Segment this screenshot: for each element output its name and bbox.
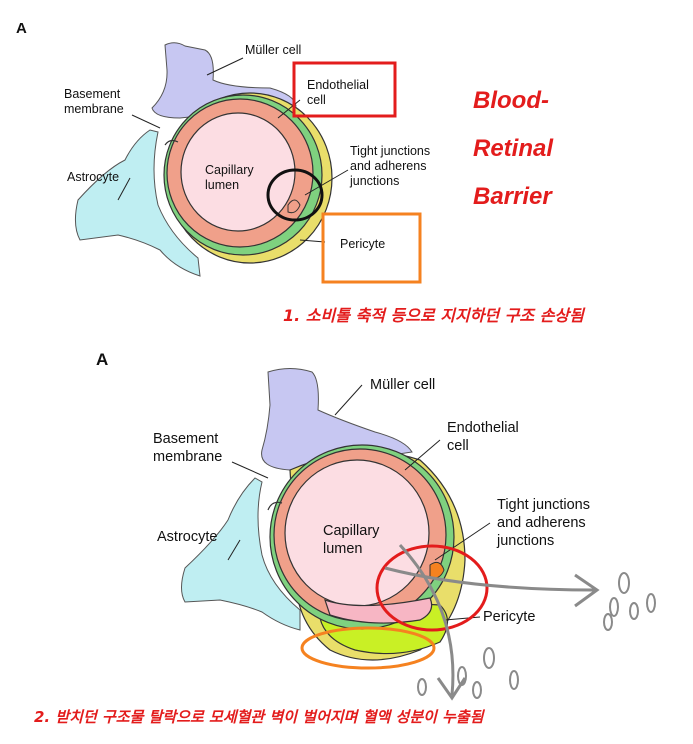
label-basement-bottom: Basement membrane (153, 431, 223, 465)
pericyte-highlight-box (321, 212, 422, 284)
junction-fold-bottom (267, 501, 283, 511)
label-capillary-bottom: Capillary lumen (323, 523, 380, 557)
label-capillary-top: Capillary lumen (205, 163, 254, 192)
capillary-lumen-top (180, 112, 296, 232)
droplet (609, 597, 619, 617)
droplet (509, 670, 519, 690)
droplet (646, 593, 656, 613)
panel-letter-top: A (16, 20, 27, 37)
junction-top (287, 199, 301, 214)
leak-arrow-down (398, 543, 455, 696)
label-endothelial-bottom: Endothelial cell (447, 420, 519, 454)
droplet (629, 602, 639, 620)
droplet (483, 647, 495, 669)
astrocyte-top (74, 129, 201, 277)
droplet (618, 572, 630, 594)
endothelial-highlight-box (292, 61, 397, 118)
label-muller-bottom: Müller cell (370, 377, 436, 393)
label-astrocyte-bottom: Astrocyte (157, 529, 218, 545)
disrupted-wall-bottom (324, 597, 433, 624)
title-line-1: Blood- (473, 87, 549, 114)
droplet (457, 666, 467, 686)
label-muller-top: Müller cell (245, 43, 302, 57)
detached-pericyte-highlight (300, 626, 436, 670)
droplet (417, 678, 427, 696)
caption-bottom: 2. 받치던 구조물 탈락으로 모세혈관 벽이 벌어지며 혈액 성분이 누출됨 (34, 708, 484, 726)
panel-letter-bottom: A (96, 350, 109, 369)
junction-fold-top (164, 139, 179, 146)
droplet (603, 613, 613, 631)
droplet (472, 681, 482, 699)
label-astrocyte-top: Astrocyte (67, 170, 120, 184)
caption-top: 1. 소비톨 축적 등으로 지지하던 구조 손상됨 (283, 306, 584, 325)
title-line-2: Retinal (473, 135, 554, 162)
leak-highlight-circle (375, 544, 489, 632)
label-endothelial-top: Endothelial cell (307, 78, 369, 107)
label-pericyte-bottom: Pericyte (483, 609, 536, 625)
leak-arrow-right (384, 566, 596, 592)
label-basement-top: Basement membrane (64, 87, 124, 116)
astrocyte-bottom (181, 477, 301, 631)
label-tight-bottom: Tight junctions and adherens junctions (497, 497, 590, 549)
label-pericyte-top: Pericyte (340, 237, 386, 251)
label-tight-top: Tight junctions and adherens junctions (350, 144, 431, 188)
muller-cell-bottom (261, 368, 413, 471)
junction-highlight-circle (266, 168, 324, 222)
title-line-3: Barrier (473, 183, 552, 210)
leak-arrow-right-head (574, 573, 600, 608)
